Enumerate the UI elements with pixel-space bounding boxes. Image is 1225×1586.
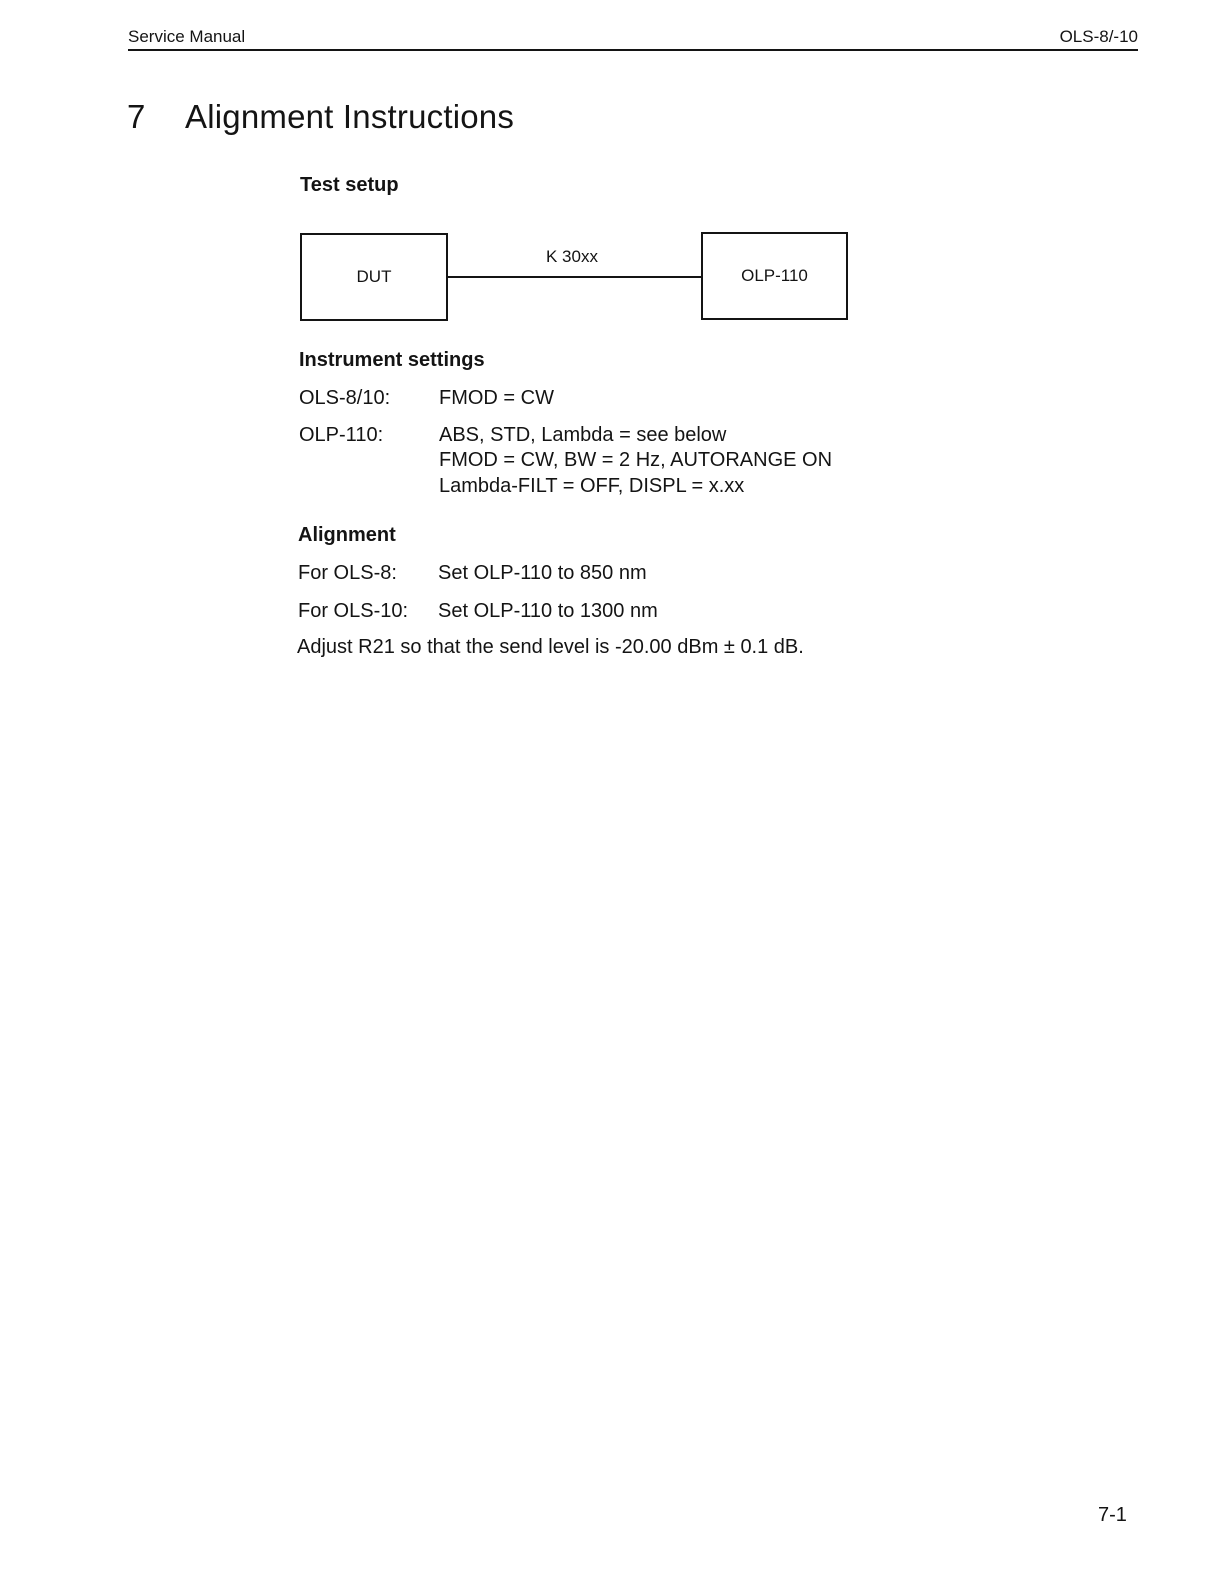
alignment-label-ols8: For OLS-8: [298,562,397,584]
dut-box: DUT [300,233,448,321]
olp-box-label: OLP-110 [741,266,808,285]
chapter-title: Alignment Instructions [185,98,515,135]
instrument-settings-heading: Instrument settings [299,349,485,371]
setting-value-ols: FMOD = CW [439,387,554,409]
page-number: 7-1 [1098,1504,1127,1526]
setting-label-ols: OLS-8/10: [299,387,391,409]
chapter-number: 7 [127,98,146,135]
dut-box-label: DUT [356,267,392,286]
cable-connector-line [447,276,702,278]
olp-box: OLP-110 [701,232,848,320]
alignment-label-ols10: For OLS-10: [298,600,409,622]
setting-label-olp: OLP-110: [299,424,384,446]
setting-value-olp-line: ABS, STD, Lambda = see below [439,424,727,446]
cable-label: K 30xx [546,247,598,266]
setting-value-olp-line: FMOD = CW, BW = 2 Hz, AUTORANGE ON [439,449,833,471]
adjustment-instruction: Adjust R21 so that the send level is -20… [297,636,804,658]
test-setup-heading: Test setup [300,174,399,196]
alignment-value-ols8: Set OLP-110 to 850 nm [438,562,647,584]
header-rule [128,49,1138,51]
setting-value-olp-line: Lambda-FILT = OFF, DISPL = x.xx [439,475,745,497]
running-header-title: Service Manual [128,27,246,46]
alignment-value-ols10: Set OLP-110 to 1300 nm [438,600,658,622]
running-header-model: OLS-8/-10 [1059,27,1138,46]
alignment-heading: Alignment [298,524,396,546]
